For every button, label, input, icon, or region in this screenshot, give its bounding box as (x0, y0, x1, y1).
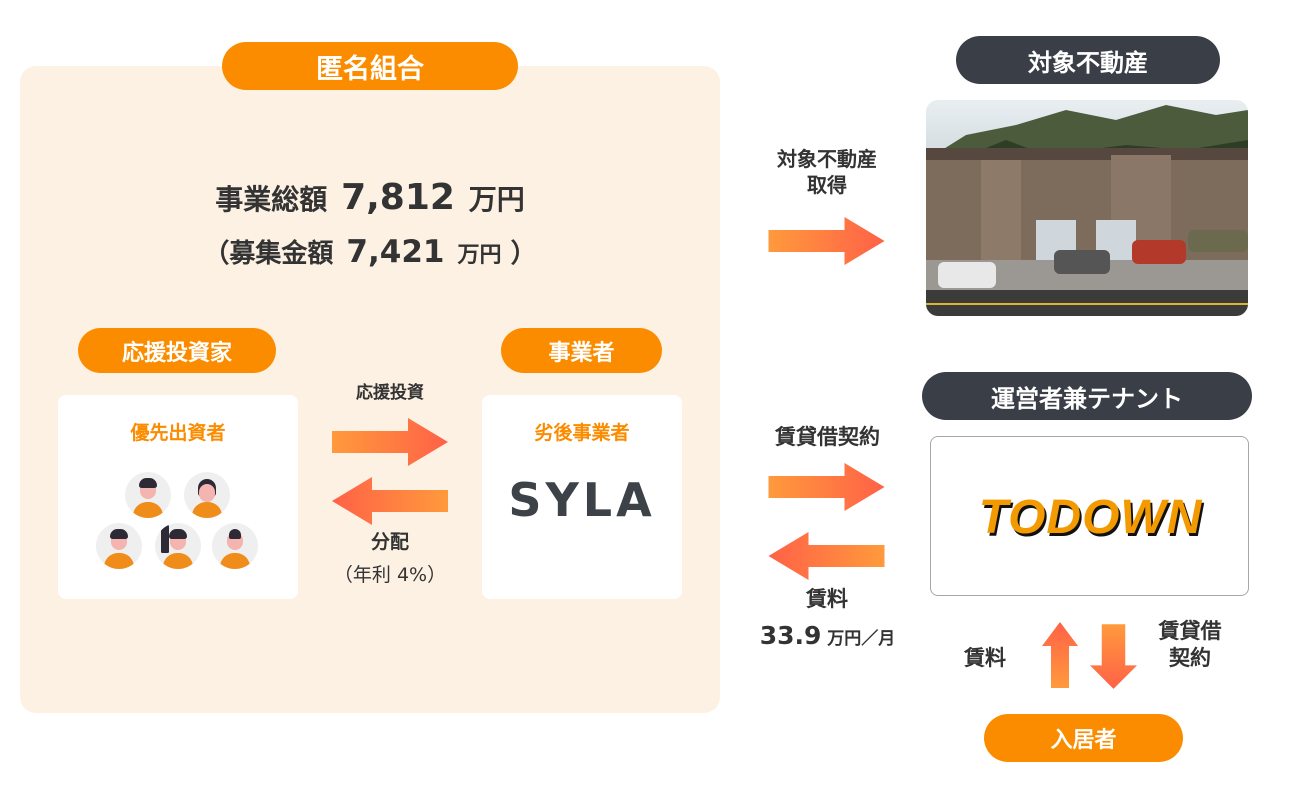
preferred-investors-card: 優先出資者 (58, 395, 298, 599)
rent-unit: 万円／月 (827, 629, 896, 649)
acquire-label: 対象不動産 取得 (752, 146, 902, 198)
subordinate-operator-card: 劣後事業者 SYLA (482, 395, 682, 599)
todown-logo: TODOWN (978, 491, 1203, 544)
arrow-down-icon (1090, 624, 1137, 689)
raise-close: ） (510, 239, 537, 269)
operator-tenant-pill: 運営者兼テナント (922, 372, 1252, 420)
arrow-right-icon (768, 463, 885, 511)
investor-avatar (184, 472, 230, 518)
acquire-label-line2: 取得 (807, 173, 847, 197)
invest-label: 応援投資 (356, 383, 424, 403)
arrow-up-icon (1042, 622, 1078, 688)
total-label: 事業総額 (215, 183, 328, 216)
arrow-left-icon (332, 477, 448, 525)
total-unit: 万円 (468, 183, 525, 216)
arrow-right-icon (768, 217, 885, 265)
arrow-right-icon (332, 418, 448, 466)
todown-logo-box: TODOWN (930, 436, 1249, 596)
investor-avatar (155, 523, 201, 569)
raise-label: （募集金額 (203, 239, 334, 269)
total-value: 7,812 (341, 177, 455, 218)
distribution-label: 分配 (370, 531, 409, 553)
property-photo (926, 100, 1248, 316)
resident-rent-label: 賃料 (964, 646, 1006, 670)
distribution-rate: （年利 4%） (333, 564, 447, 586)
arrow-left-icon (768, 532, 885, 580)
raise-amount: （募集金額 7,421 万円 ） (120, 232, 620, 272)
property-pill: 対象不動産 (956, 36, 1220, 84)
lease-contract-label: 賃貸借契約 (775, 425, 880, 449)
preferred-investors-title: 優先出資者 (130, 422, 226, 444)
rent-value: 33.9 (759, 621, 822, 650)
rent-label: 賃料 (806, 587, 848, 611)
raise-unit: 万円 (457, 243, 502, 268)
supporter-investors-pill: 応援投資家 (78, 328, 276, 373)
acquire-label-line1: 対象不動産 (777, 147, 877, 171)
resident-contract-line1: 賃貸借 (1158, 619, 1222, 643)
anonymous-partnership-panel (20, 66, 720, 713)
resident-contract-line2: 契約 (1169, 646, 1211, 671)
resident-pill: 入居者 (984, 714, 1183, 762)
rent-amount: 33.9 万円／月 (735, 620, 920, 653)
investor-avatar (212, 523, 258, 569)
anonymous-partnership-pill: 匿名組合 (222, 42, 518, 90)
syla-logo: SYLA (508, 473, 656, 527)
total-amount: 事業総額 7,812 万円 (120, 175, 620, 222)
subordinate-operator-title: 劣後事業者 (534, 422, 630, 444)
operator-pill: 事業者 (501, 328, 662, 373)
resident-contract-label: 賃貸借 契約 (1140, 618, 1240, 673)
investor-avatar (96, 523, 142, 569)
raise-value: 7,421 (346, 234, 445, 270)
investor-avatar (125, 472, 171, 518)
